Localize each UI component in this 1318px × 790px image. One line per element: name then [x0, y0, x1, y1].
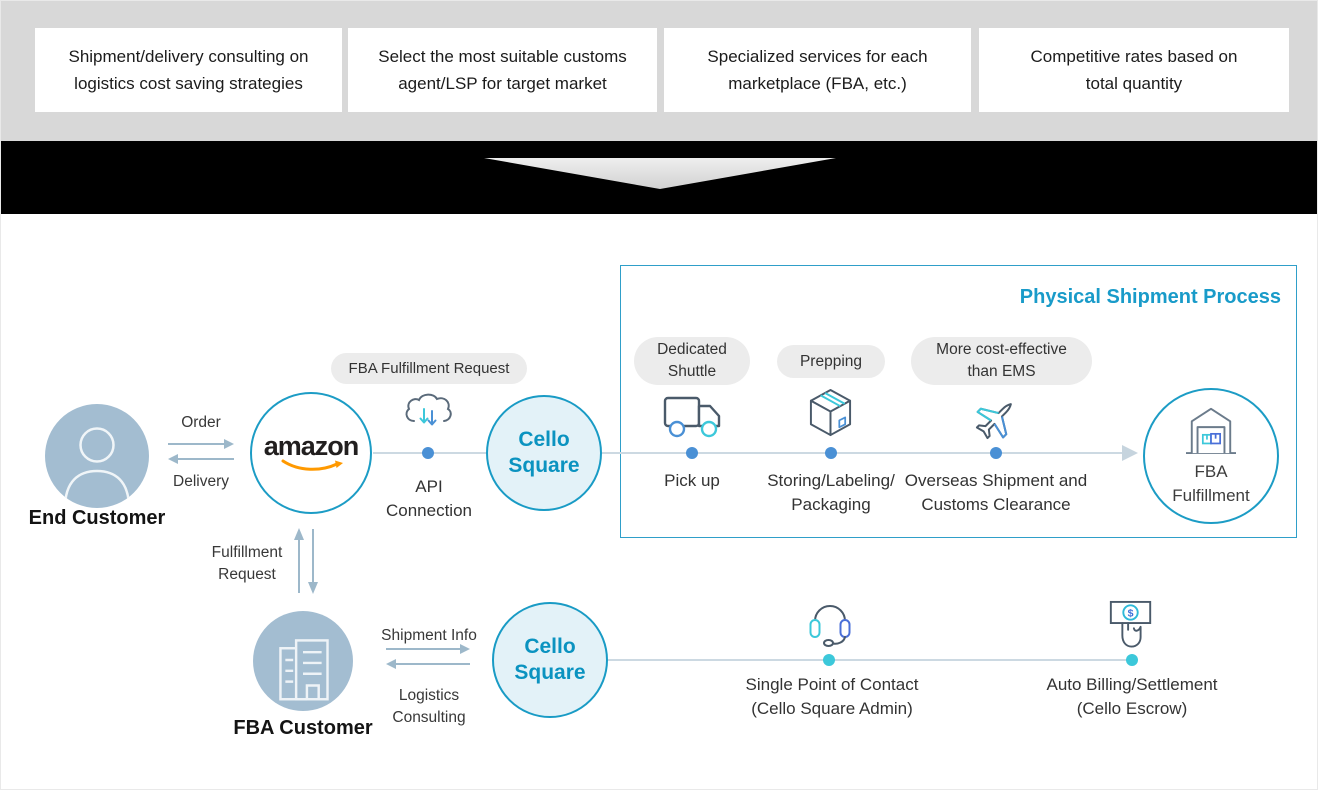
- order-label: Order: [181, 414, 221, 431]
- cello-square-node-bottom: Cello Square: [492, 602, 608, 718]
- fba-fulfillment-label: FBA Fulfillment: [1172, 461, 1250, 505]
- benefit-card: Shipment/delivery consulting on logistic…: [35, 28, 342, 112]
- single-point-dot: [823, 654, 835, 666]
- physical-shipment-title: Physical Shipment Process: [1019, 286, 1281, 308]
- airplane-icon: [975, 403, 1012, 440]
- money-hand-icon: $: [1109, 600, 1152, 648]
- single-point-label: Single Point of Contact (Cello Square Ad…: [745, 675, 919, 718]
- fba-fulfillment-node: FBA Fulfillment: [1143, 388, 1279, 524]
- billing-dot: [1126, 654, 1138, 666]
- flow-dot-storing: [825, 447, 837, 459]
- shipment-info-arrow-icon: [386, 644, 470, 654]
- storing-label: Storing/Labeling/ Packaging: [767, 471, 895, 514]
- delivery-arrow-icon: [168, 454, 234, 464]
- benefit-card: Competitive rates based on total quantit…: [979, 28, 1289, 112]
- end-customer-node: [45, 404, 149, 508]
- amazon-wordmark: amazon: [263, 430, 360, 461]
- person-icon: [63, 427, 131, 508]
- fulfillment-request-arrows-icon: [294, 528, 318, 594]
- api-connection-dot: [422, 447, 434, 459]
- benefit-card: Specialized services for each marketplac…: [664, 28, 971, 112]
- down-triangle-icon: [484, 158, 836, 189]
- dedicated-shuttle-pill: Dedicated Shuttle: [634, 337, 750, 385]
- delivery-label: Delivery: [173, 473, 229, 490]
- svg-text:$: $: [1128, 607, 1134, 619]
- fba-customer-node: [253, 611, 353, 711]
- logistics-consulting-label: Logistics Consulting: [392, 687, 466, 727]
- fulfillment-request-label: Fulfillment Request: [211, 544, 283, 584]
- overseas-label: Overseas Shipment and Customs Clearance: [904, 471, 1088, 514]
- ems-pill: More cost-effective than EMS: [911, 337, 1092, 385]
- amazon-smile-icon: [281, 459, 343, 471]
- admin-flow-line: [608, 659, 1132, 661]
- logistics-arrow-icon: [386, 659, 470, 669]
- headset-icon: [809, 605, 851, 647]
- pickup-label: Pick up: [664, 471, 720, 490]
- benefits-banner: Shipment/delivery consulting on logistic…: [1, 1, 1317, 141]
- physical-shipment-box: Physical Shipment Process: [620, 265, 1297, 538]
- benefit-card: Select the most suitable customs agent/L…: [348, 28, 657, 112]
- flow-arrowhead-icon: [1122, 445, 1138, 461]
- cloud-api-icon: [405, 393, 452, 426]
- amazon-logo: amazon: [263, 430, 360, 474]
- fba-customer-label: FBA Customer: [233, 717, 373, 739]
- flow-dot-pickup: [686, 447, 698, 459]
- shipment-flow-line: [602, 452, 1123, 454]
- transition-band: [1, 141, 1317, 214]
- buildings-icon: [279, 639, 329, 701]
- prepping-pill: Prepping: [777, 345, 885, 378]
- flow-dot-overseas: [990, 447, 1002, 459]
- auto-billing-label: Auto Billing/Settlement (Cello Escrow): [1046, 675, 1218, 718]
- shipment-info-label: Shipment Info: [381, 627, 477, 644]
- order-arrow-icon: [168, 439, 234, 449]
- truck-icon: [663, 396, 721, 438]
- package-icon: [809, 389, 852, 437]
- cello-square-node-top: Cello Square: [486, 395, 602, 511]
- warehouse-icon: [1186, 407, 1236, 454]
- fba-fulfillment-request-pill: FBA Fulfillment Request: [331, 353, 527, 384]
- api-connection-label: API Connection: [385, 477, 473, 520]
- amazon-node: amazon: [250, 392, 372, 514]
- end-customer-label: End Customer: [28, 507, 166, 529]
